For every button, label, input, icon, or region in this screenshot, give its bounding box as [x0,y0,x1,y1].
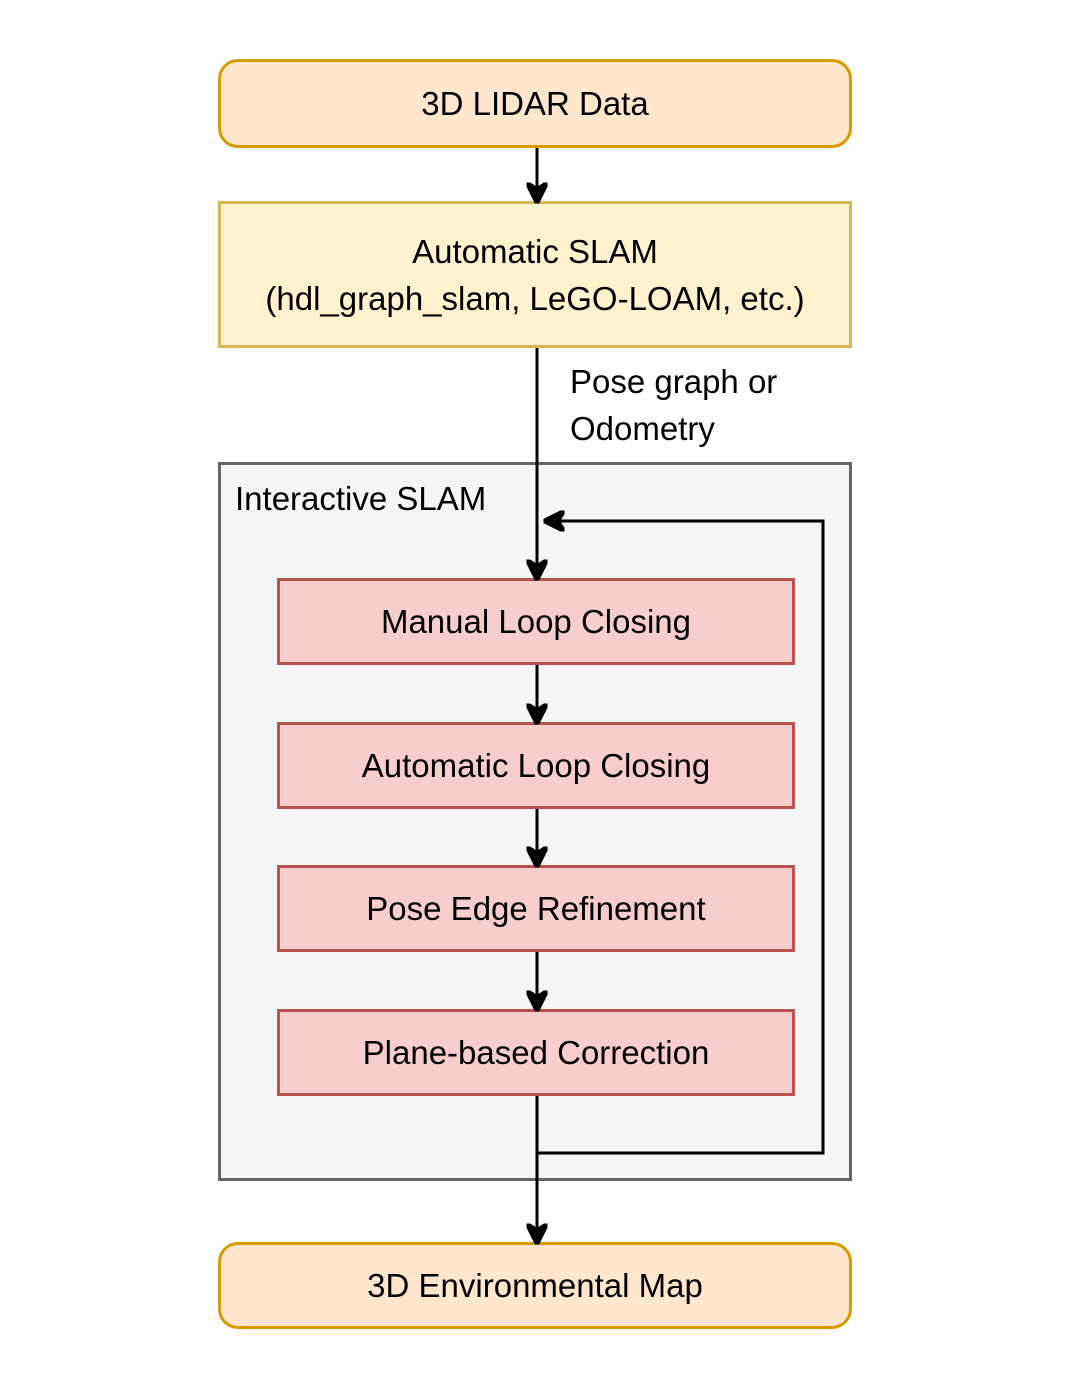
node-manual-loop-closing: Manual Loop Closing [277,578,795,665]
node-manual-loop-closing-label: Manual Loop Closing [380,603,692,640]
node-3d-lidar-data-label: 3D LIDAR Data [421,85,649,122]
node-plane-based-correction-label: Plane-based Correction [362,1034,710,1071]
group-interactive-slam-label: Interactive SLAM [235,480,487,517]
node-automatic-slam-label: Automatic SLAM (hdl_graph_slam, LeGO-LOA… [265,232,805,317]
edge-label-pose-graph-or-odometry: Pose graph or Odometry [570,363,778,447]
node-automatic-slam: Automatic SLAM (hdl_graph_slam, LeGO-LOA… [218,201,852,348]
node-automatic-loop-closing: Automatic Loop Closing [277,722,795,809]
node-automatic-loop-closing-label: Automatic Loop Closing [361,747,711,784]
node-3d-environmental-map: 3D Environmental Map [218,1242,852,1329]
node-plane-based-correction: Plane-based Correction [277,1009,795,1096]
node-3d-lidar-data: 3D LIDAR Data [218,59,852,148]
node-pose-edge-refinement: Pose Edge Refinement [277,865,795,952]
node-3d-environmental-map-label: 3D Environmental Map [367,1267,703,1304]
node-pose-edge-refinement-label: Pose Edge Refinement [366,890,706,927]
